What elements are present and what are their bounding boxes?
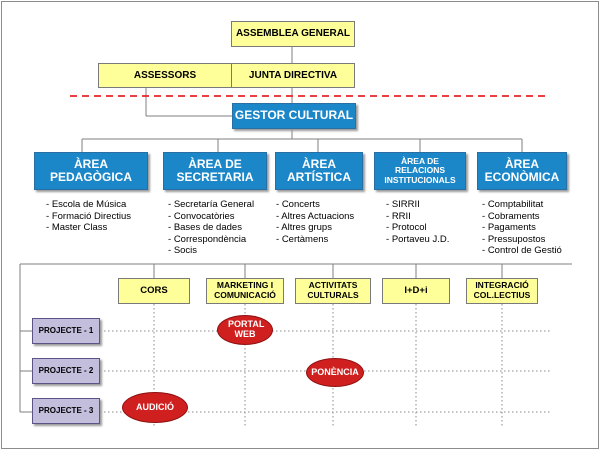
area-title: ÀREA DE RELACIONS INSTITUCIONALS (384, 155, 456, 185)
list-item: Altres Actuacions (276, 211, 354, 223)
area-title: ÀREA ARTÍSTICA (287, 156, 351, 184)
list-item: Correspondència (168, 234, 254, 246)
gestor-cultural-box: GESTOR CULTURAL (232, 103, 356, 129)
list-item: Master Class (46, 222, 131, 234)
list-item: Convocatòries (168, 211, 254, 223)
list-item: Pagaments (482, 222, 562, 234)
list-item: Altres grups (276, 222, 354, 234)
assemblea-general-label: ASSEMBLEA GENERAL (235, 28, 351, 40)
list-item: Escola de Música (46, 199, 131, 211)
list-item: Socis (168, 245, 254, 257)
project-label: PROJECTE - 3 (38, 405, 94, 415)
area-artistica-box: ÀREA ARTÍSTICA (275, 152, 363, 190)
list-item: Formació Directius (46, 211, 131, 223)
activity-idi-box: I+D+i (382, 278, 450, 304)
list-item: Secretaría General (168, 199, 254, 211)
area-title: ÀREA PEDAGÒGICA (49, 156, 132, 184)
list-item: Portaveu J.D. (386, 234, 450, 246)
list-item: Cobraments (482, 211, 562, 223)
oval-label: PORTAL WEB (228, 319, 265, 339)
gestor-cultural-label: GESTOR CULTURAL (234, 108, 354, 123)
activity-label: I+D+i (404, 284, 428, 296)
area-pedagogica-box: ÀREA PEDAGÒGICA (34, 152, 148, 190)
activity-marketing-box: MARKETING I COMUNICACIÓ (206, 278, 284, 304)
project-1-box: PROJECTE - 1 (32, 318, 100, 344)
activity-label: INTEGRACIÓ COL.LECTIUS (473, 280, 531, 300)
junta-directiva-box: JUNTA DIRECTIVA (231, 63, 355, 88)
list-item: RRII (386, 211, 449, 223)
area-title: ÀREA ECONÒMICA (484, 156, 560, 184)
list-item: Control de Gestió (482, 245, 562, 257)
oval-label: AUDICIÓ (136, 401, 174, 412)
project-2-box: PROJECTE - 2 (32, 358, 100, 384)
activity-integracio-box: INTEGRACIÓ COL.LECTIUS (466, 278, 538, 304)
assessors-box: ASSESSORS (98, 63, 232, 88)
activity-culturals-box: ACTIVITATS CULTURALS (295, 278, 371, 304)
activity-label: CORS (140, 284, 168, 296)
area-relacions-box: ÀREA DE RELACIONS INSTITUCIONALS (374, 152, 466, 190)
list-item: Pressupostos (482, 234, 562, 246)
area-secretaria-list: Secretaría General Convocatòries Bases d… (168, 199, 254, 257)
activity-label: ACTIVITATS CULTURALS (307, 280, 359, 300)
audicio-oval: AUDICIÓ (122, 392, 188, 423)
list-item: Concerts (276, 199, 354, 211)
project-3-box: PROJECTE - 3 (32, 398, 100, 424)
assessors-label: ASSESSORS (133, 69, 197, 81)
assemblea-general-box: ASSEMBLEA GENERAL (231, 21, 355, 47)
area-relacions-list: SIRRII RRII Protocol Portaveu J.D. (386, 199, 450, 246)
area-pedagogica-list: Escola de Música Formació Directius Mast… (46, 199, 131, 234)
area-economica-box: ÀREA ECONÒMICA (477, 152, 567, 190)
oval-label: PONÈNCIA (311, 366, 359, 377)
list-item: Comptabilitat (482, 199, 562, 211)
project-label: PROJECTE - 2 (38, 365, 94, 375)
area-economica-list: Comptabilitat Cobraments Pagaments Press… (482, 199, 562, 257)
list-item: SIRRII (386, 199, 449, 211)
area-title: ÀREA DE SECRETARIA (176, 156, 254, 184)
area-artistica-list: Concerts Altres Actuacions Altres grups … (276, 199, 354, 245)
activity-cors-box: CORS (118, 278, 190, 304)
junta-directiva-label: JUNTA DIRECTIVA (248, 69, 338, 81)
list-item: Protocol (386, 222, 449, 234)
project-label: PROJECTE - 1 (38, 325, 94, 335)
list-item: Bases de dades (168, 222, 254, 234)
ponencia-oval: PONÈNCIA (306, 358, 364, 387)
activity-label: MARKETING I COMUNICACIÓ (214, 280, 276, 300)
list-item: Certàmens (276, 234, 354, 246)
area-secretaria-box: ÀREA DE SECRETARIA (163, 152, 267, 190)
portal-web-oval: PORTAL WEB (217, 315, 273, 345)
